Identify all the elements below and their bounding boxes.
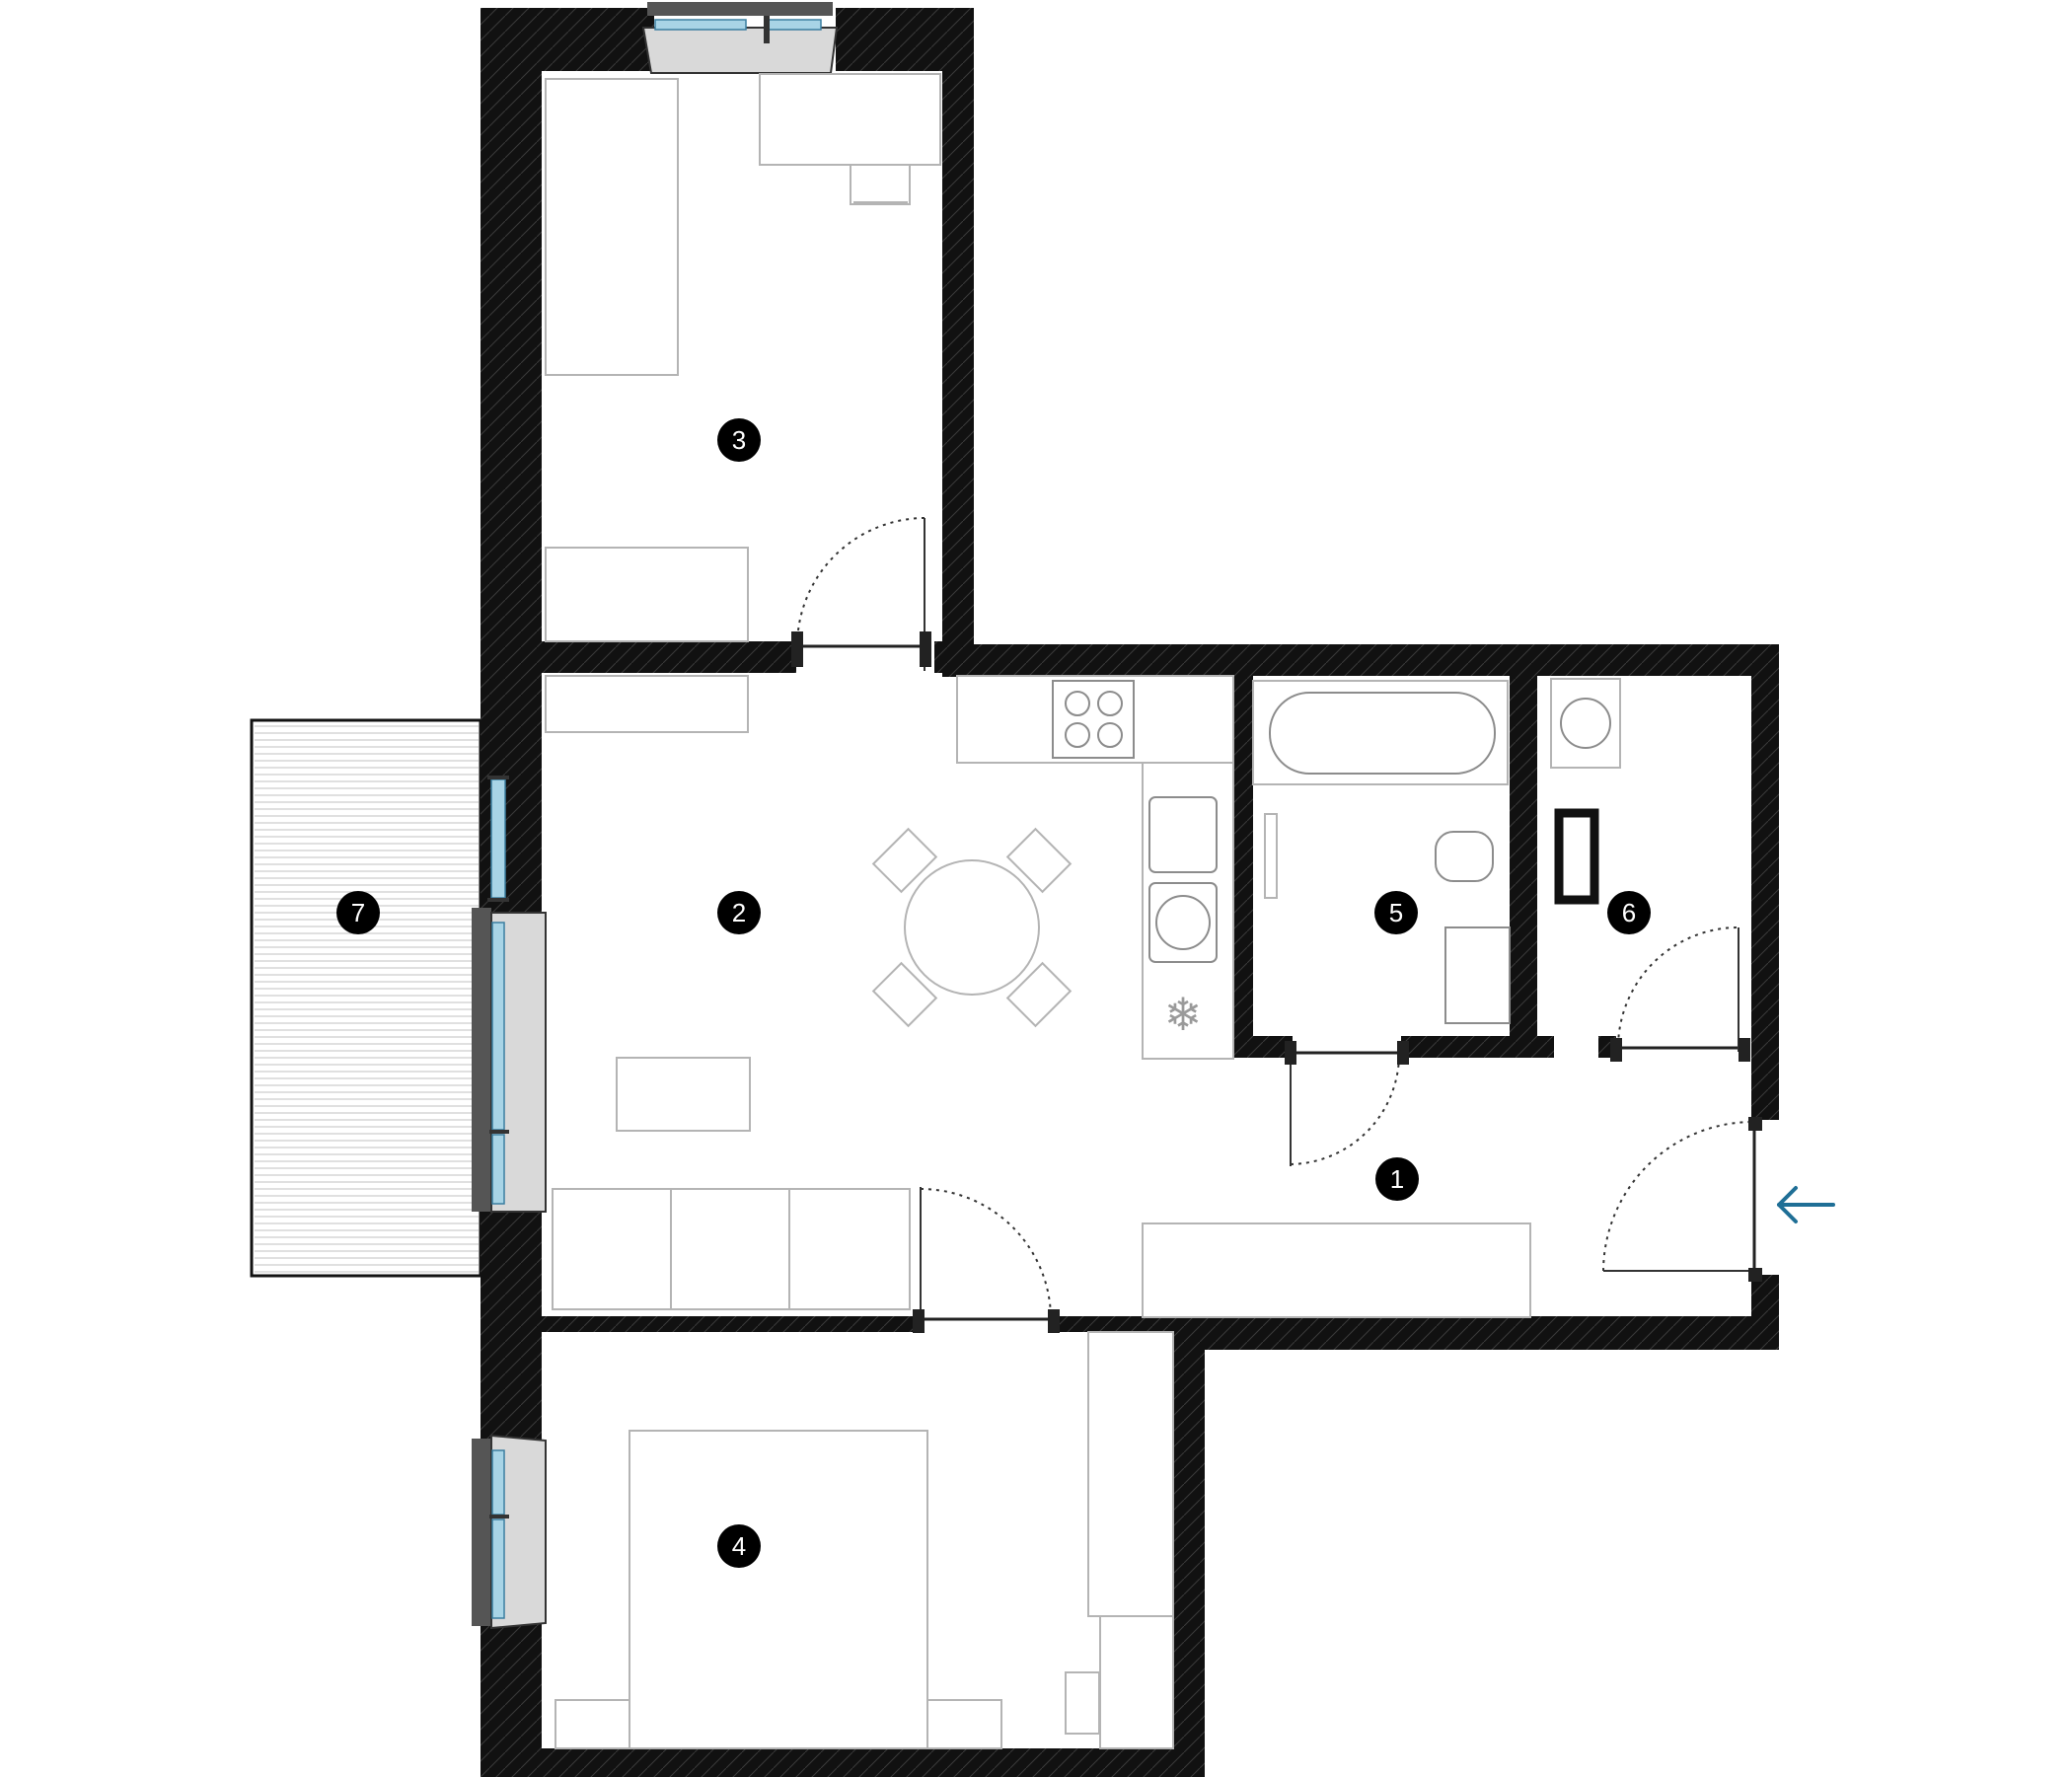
window-room-2-upper: [487, 776, 509, 902]
room-marker-2: 2: [717, 891, 761, 934]
furniture-room-5: [1252, 680, 1511, 1024]
window-room-4: [472, 1434, 547, 1630]
door-bathroom: [1285, 1041, 1409, 1166]
sofa: [552, 1188, 911, 1310]
furniture-room-1: [1142, 1222, 1531, 1318]
door-room-3: [791, 517, 931, 671]
svg-text:2: 2: [732, 898, 746, 927]
svg-text:3: 3: [732, 425, 746, 455]
room-marker-1: 1: [1375, 1157, 1419, 1201]
svg-text:7: 7: [351, 898, 365, 927]
furniture-room-6: [1550, 678, 1621, 905]
dining-table: [871, 827, 1073, 1028]
window-room-3: [641, 2, 839, 74]
furniture-room-3: [545, 73, 941, 642]
room-marker-7: 7: [336, 891, 380, 934]
freezer-icon: ❄: [1164, 989, 1203, 1040]
kitchen-counter: ❄: [956, 675, 1234, 1060]
room-marker-6: 6: [1607, 891, 1651, 934]
svg-text:4: 4: [732, 1531, 746, 1561]
exterior-walls: [481, 8, 1779, 1777]
svg-text:1: 1: [1390, 1164, 1404, 1194]
svg-text:5: 5: [1389, 898, 1403, 927]
entrance-door: [1602, 1117, 1762, 1282]
arrow-left-icon: [1777, 1186, 1835, 1223]
furniture-room-4: [555, 1331, 1174, 1749]
room-marker-5: 5: [1374, 891, 1418, 934]
room-marker-4: 4: [717, 1524, 761, 1568]
window-room-2-balcony-door: [472, 908, 547, 1213]
furniture-room-2: ❄: [545, 675, 1234, 1310]
door-room-6: [1610, 926, 1750, 1062]
room-marker-3: 3: [717, 418, 761, 462]
door-room-4: [913, 1187, 1060, 1333]
balcony-deck: [250, 718, 482, 1278]
svg-text:6: 6: [1622, 898, 1636, 927]
